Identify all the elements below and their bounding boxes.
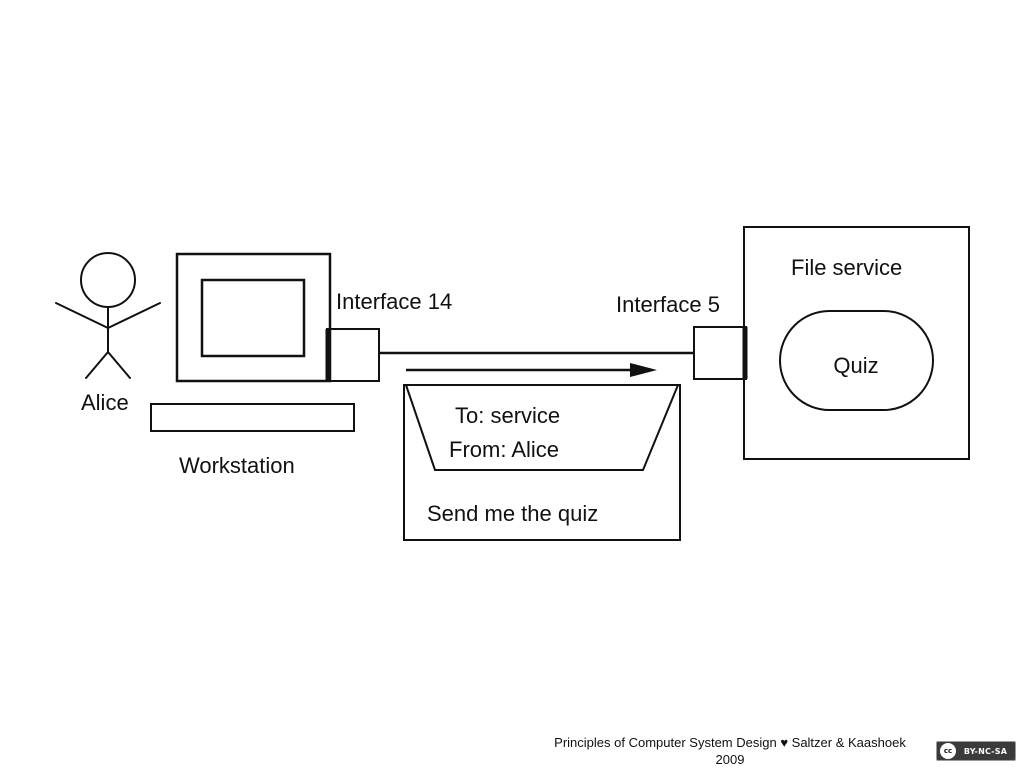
license-badge: cc BY-NC-SA: [936, 741, 1016, 761]
user-label: Alice: [81, 390, 129, 415]
user-figure: [55, 252, 161, 379]
message-direction-arrowhead: [630, 363, 657, 377]
file-service-box: [743, 226, 970, 460]
quiz-file: [779, 310, 934, 411]
workstation-screen: [200, 278, 306, 358]
user-right-leg: [107, 351, 131, 379]
user-right-arm: [107, 302, 161, 329]
message-envelope: [403, 384, 681, 541]
client-interface-label: Interface 14: [336, 289, 452, 314]
envelope-body: [403, 384, 681, 541]
user-left-arm: [55, 302, 109, 329]
footer-citation: Principles of Computer System Design ♥ S…: [520, 734, 940, 768]
quiz-label: Quiz: [833, 353, 878, 378]
client-interface-box: [326, 328, 380, 382]
workstation-label: Workstation: [179, 453, 295, 478]
server-interface-box: [693, 326, 747, 380]
envelope-flap: [405, 384, 679, 471]
server-interface-label: Interface 5: [616, 292, 720, 317]
workstation-keyboard: [150, 403, 355, 432]
license-label: BY-NC-SA: [963, 746, 1008, 756]
workstation-monitor: [175, 252, 332, 383]
message-to: To: service: [455, 403, 560, 428]
user-left-leg: [85, 351, 109, 379]
message-body: Send me the quiz: [427, 501, 598, 526]
file-service-label: File service: [791, 255, 902, 280]
footer-year: 2009: [715, 752, 745, 767]
creative-commons-icon: cc: [940, 743, 956, 759]
message-from: From: Alice: [449, 437, 559, 462]
footer-title: Principles of Computer System Design ♥ S…: [554, 735, 906, 750]
user-head: [80, 252, 136, 308]
